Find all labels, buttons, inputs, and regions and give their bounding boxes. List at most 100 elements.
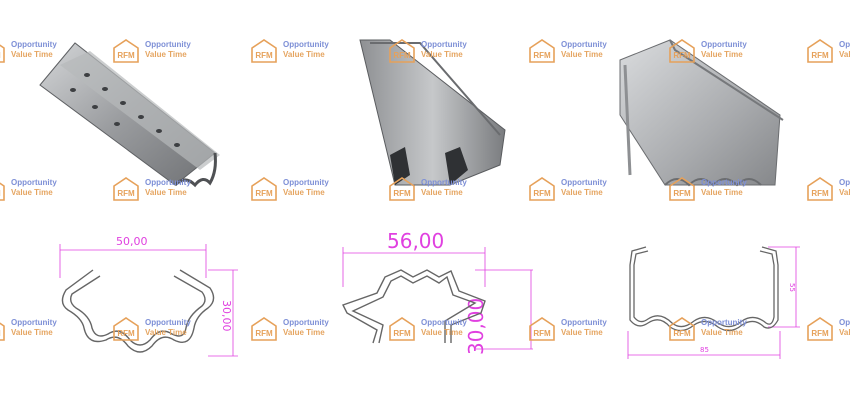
svg-text:RFM: RFM [117, 189, 135, 198]
watermark-line2: Value Time [145, 328, 187, 337]
profile-3-width-label: 85 [700, 346, 709, 354]
watermark: RFM Opportunity Value Time [250, 176, 350, 206]
rfm-logo-icon: RFM [529, 177, 555, 201]
watermark-line2: Value Time [11, 188, 53, 197]
watermark-line1: Opportunity [11, 178, 57, 187]
watermark-line2: Value Time [145, 188, 187, 197]
svg-text:RFM: RFM [533, 189, 551, 198]
svg-text:RFM: RFM [673, 329, 691, 338]
watermark-line1: Opportunity [11, 318, 57, 327]
watermark-line2: Value Time [283, 188, 325, 197]
rfm-logo-icon: RFM [807, 177, 833, 201]
svg-text:RFM: RFM [673, 51, 691, 60]
watermark-line2: Value Time [145, 50, 187, 59]
profile-2-render [359, 39, 506, 186]
watermark-line2: Value Time [421, 50, 463, 59]
svg-text:RFM: RFM [255, 329, 273, 338]
profile-1-width-label: 50,00 [116, 235, 148, 248]
watermark: RFM Opportunity Value Time [0, 316, 78, 346]
watermark-line1: Opportunity [561, 40, 607, 49]
watermark-line2: Value Time [701, 50, 743, 59]
watermark: RFM Opportunity Value Time [388, 316, 488, 346]
watermark-line2: Value Time [283, 328, 325, 337]
watermark-line2: Value Time [839, 328, 850, 337]
svg-text:RFM: RFM [117, 51, 135, 60]
rfm-logo-icon: RFM [251, 177, 277, 201]
profile-3-drawing: 55 85 [627, 246, 800, 359]
watermark-line1: Opportunity [421, 318, 467, 327]
rfm-logo-icon: RFM [529, 39, 555, 63]
watermark: RFM Opportunity Value Time [668, 38, 768, 68]
svg-text:RFM: RFM [255, 189, 273, 198]
watermark-line1: Opportunity [145, 178, 191, 187]
watermark: RFM Opportunity Value Time [806, 316, 850, 346]
watermark: RFM Opportunity Value Time [0, 38, 78, 68]
watermark: RFM Opportunity Value Time [668, 176, 768, 206]
profile-3-height-label: 55 [788, 283, 796, 292]
svg-text:RFM: RFM [811, 51, 829, 60]
svg-text:RFM: RFM [117, 329, 135, 338]
rfm-logo-icon: RFM [0, 182, 5, 201]
watermark-line1: Opportunity [421, 40, 467, 49]
watermark-line1: Opportunity [701, 318, 747, 327]
watermark-line2: Value Time [701, 188, 743, 197]
rfm-logo-icon: RFM [807, 39, 833, 63]
profile-3-render [619, 39, 784, 187]
watermark: RFM Opportunity Value Time [250, 316, 350, 346]
watermark-line2: Value Time [561, 50, 603, 59]
watermark: RFM Opportunity Value Time [528, 316, 628, 346]
watermark: RFM Opportunity Value Time [112, 38, 212, 68]
watermark: RFM Opportunity Value Time [250, 38, 350, 68]
profile-1-render [39, 42, 220, 188]
svg-text:RFM: RFM [811, 189, 829, 198]
rfm-logo-icon: RFM [389, 39, 415, 63]
watermark-line2: Value Time [283, 50, 325, 59]
watermark-line1: Opportunity [701, 178, 747, 187]
watermark-line2: Value Time [839, 188, 850, 197]
watermark-line1: Opportunity [283, 178, 329, 187]
watermark-line1: Opportunity [839, 318, 850, 327]
watermark-line1: Opportunity [145, 40, 191, 49]
rfm-logo-icon: RFM [251, 317, 277, 341]
watermark-line2: Value Time [11, 50, 53, 59]
watermark: RFM Opportunity Value Time [668, 316, 768, 346]
rfm-logo-icon: RFM [669, 177, 695, 201]
rfm-logo-icon: RFM [113, 39, 139, 63]
rfm-logo-icon: RFM [0, 322, 5, 341]
rfm-logo-icon: RFM [529, 317, 555, 341]
watermark-line2: Value Time [561, 328, 603, 337]
watermark: RFM Opportunity Value Time [528, 38, 628, 68]
watermark-line1: Opportunity [11, 40, 57, 49]
svg-text:RFM: RFM [0, 51, 1, 60]
profile-2-drawing: 56,00 30,00 [342, 229, 533, 355]
watermark-line1: Opportunity [839, 40, 850, 49]
watermark-line2: Value Time [561, 188, 603, 197]
watermark-line1: Opportunity [839, 178, 850, 187]
watermark: RFM Opportunity Value Time [112, 316, 212, 346]
watermark-line2: Value Time [421, 188, 463, 197]
watermark: RFM Opportunity Value Time [388, 38, 488, 68]
profile-2-width-label: 56,00 [387, 229, 444, 253]
profile-1-height-label: 30,00 [220, 300, 233, 332]
watermark-line2: Value Time [701, 328, 743, 337]
watermark-line2: Value Time [839, 50, 850, 59]
svg-text:RFM: RFM [533, 329, 551, 338]
svg-text:RFM: RFM [0, 329, 1, 338]
watermark-line1: Opportunity [421, 178, 467, 187]
svg-text:RFM: RFM [393, 51, 411, 60]
watermark: RFM Opportunity Value Time [112, 176, 212, 206]
rfm-logo-icon: RFM [807, 317, 833, 341]
rfm-logo-icon: RFM [113, 177, 139, 201]
watermark: RFM Opportunity Value Time [0, 176, 78, 206]
watermark: RFM Opportunity Value Time [806, 176, 850, 206]
svg-text:RFM: RFM [255, 51, 273, 60]
svg-text:RFM: RFM [393, 189, 411, 198]
watermark-line1: Opportunity [283, 318, 329, 327]
svg-text:RFM: RFM [811, 329, 829, 338]
svg-text:RFM: RFM [533, 51, 551, 60]
watermark-line1: Opportunity [701, 40, 747, 49]
watermark: RFM Opportunity Value Time [388, 176, 488, 206]
rfm-logo-icon: RFM [251, 39, 277, 63]
svg-text:RFM: RFM [0, 189, 1, 198]
watermark: RFM Opportunity Value Time [528, 176, 628, 206]
